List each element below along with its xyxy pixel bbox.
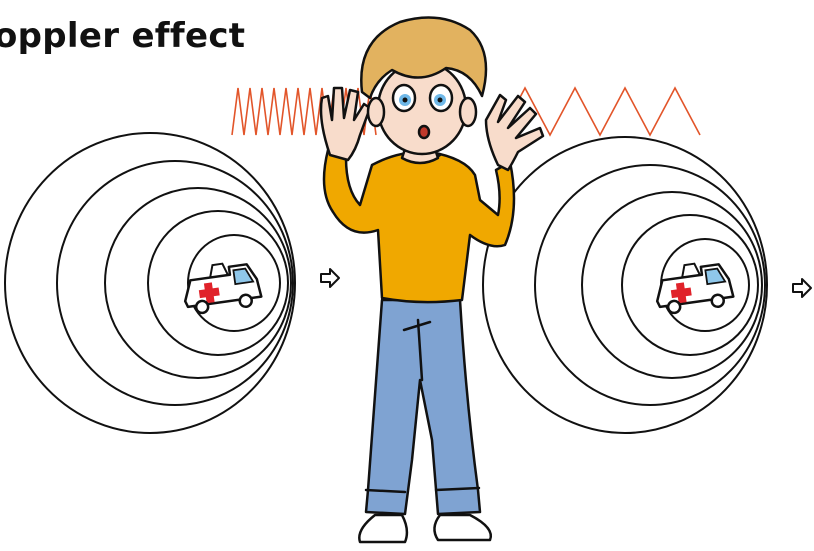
- boy-listening: [321, 18, 543, 543]
- arrow-right-icon: [793, 279, 811, 297]
- arrow-right-icon: [321, 269, 339, 287]
- left-shoe: [359, 515, 407, 542]
- jeans: [366, 300, 480, 514]
- left-hand: [321, 88, 370, 160]
- right-shoe: [434, 515, 490, 540]
- right-wave-group: [483, 137, 811, 433]
- shirt: [324, 150, 514, 302]
- left-wave-group: [5, 133, 339, 433]
- ambulance-icon: [181, 259, 263, 315]
- mouth: [419, 126, 429, 138]
